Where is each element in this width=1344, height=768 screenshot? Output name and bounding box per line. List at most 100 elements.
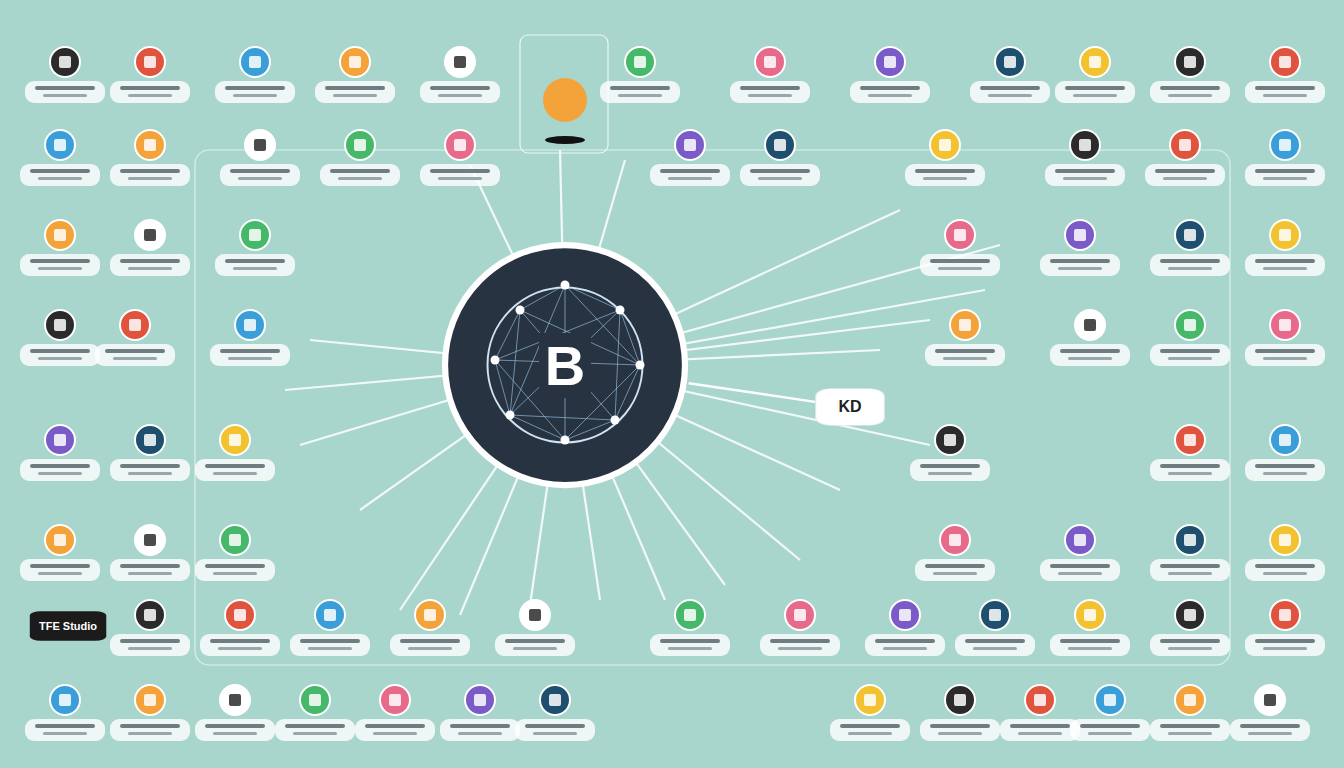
icon-disc <box>1095 685 1125 715</box>
caption-blur <box>1255 349 1315 353</box>
caption-pill <box>200 634 280 656</box>
icon-glyph <box>1184 694 1196 706</box>
caption-blur <box>120 464 180 468</box>
icon-glyph <box>309 694 321 706</box>
icon-glyph <box>59 56 71 68</box>
icon-glyph <box>1279 319 1291 331</box>
caption-pill <box>110 459 190 481</box>
caption-blur <box>915 169 975 173</box>
icon-disc <box>445 130 475 160</box>
caption-blur <box>1060 349 1120 353</box>
icon-disc <box>340 47 370 77</box>
caption-blur <box>1168 357 1212 360</box>
icon-glyph <box>1184 56 1196 68</box>
app-icon <box>25 685 105 741</box>
caption-blur <box>920 464 980 468</box>
icon-disc <box>240 220 270 250</box>
caption-blur <box>770 639 830 643</box>
globe-mesh <box>520 310 615 420</box>
caption-pill <box>110 81 190 103</box>
caption-pill <box>20 254 100 276</box>
caption-blur <box>1018 732 1062 735</box>
icon-glyph <box>244 319 256 331</box>
network-connector <box>689 383 815 402</box>
icon-glyph <box>349 56 361 68</box>
caption-blur <box>43 94 87 97</box>
caption-blur <box>1010 724 1070 728</box>
icon-glyph <box>144 609 156 621</box>
app-icon <box>110 220 190 276</box>
icon-disc <box>445 47 475 77</box>
app-icon <box>390 600 470 656</box>
caption-pill <box>650 164 730 186</box>
caption-blur <box>980 86 1040 90</box>
caption-pill <box>215 254 295 276</box>
app-icon <box>20 130 100 186</box>
icon-disc <box>220 425 250 455</box>
app-icon <box>740 130 820 186</box>
globe-outline <box>488 288 643 443</box>
caption-blur <box>1168 647 1212 650</box>
globe-mesh <box>510 310 520 415</box>
icon-glyph <box>549 694 561 706</box>
caption-blur <box>225 259 285 263</box>
caption-pill <box>1050 634 1130 656</box>
icon-disc <box>1175 220 1205 250</box>
icon-disc <box>540 685 570 715</box>
icon-glyph <box>959 319 971 331</box>
caption-blur <box>205 464 265 468</box>
caption-blur <box>408 647 452 650</box>
caption-pill <box>925 344 1005 366</box>
icon-glyph <box>229 694 241 706</box>
icon-disc <box>235 310 265 340</box>
caption-pill <box>910 459 990 481</box>
app-icon <box>1050 310 1130 366</box>
app-icon <box>110 600 190 656</box>
caption-pill <box>355 719 435 741</box>
icon-glyph <box>144 229 156 241</box>
caption-pill <box>1150 459 1230 481</box>
caption-blur <box>35 86 95 90</box>
icon-glyph <box>684 139 696 151</box>
icon-disc <box>45 525 75 555</box>
top-panel <box>520 35 608 153</box>
app-icon <box>110 685 190 741</box>
app-icon <box>515 685 595 741</box>
app-icon <box>290 600 370 656</box>
caption-blur <box>758 177 802 180</box>
icon-glyph <box>1089 56 1101 68</box>
caption-pill <box>110 254 190 276</box>
caption-pill <box>920 719 1000 741</box>
caption-pill <box>20 164 100 186</box>
caption-pill <box>110 559 190 581</box>
icon-disc <box>50 47 80 77</box>
icon-disc <box>935 425 965 455</box>
icon-disc <box>543 78 587 122</box>
app-icon <box>600 47 680 103</box>
caption-blur <box>610 86 670 90</box>
caption-blur <box>233 94 277 97</box>
icon-disc <box>225 600 255 630</box>
caption-blur <box>840 724 900 728</box>
caption-blur <box>935 349 995 353</box>
hub-node: B <box>440 240 690 490</box>
app-icon <box>420 130 500 186</box>
caption-blur <box>120 724 180 728</box>
icon-glyph <box>954 229 966 241</box>
caption-blur <box>230 169 290 173</box>
icon-glyph <box>1074 534 1086 546</box>
icon-glyph <box>129 319 141 331</box>
icon-disc <box>415 600 445 630</box>
app-icon <box>920 685 1000 741</box>
app-icon <box>1245 600 1325 656</box>
caption-blur <box>120 259 180 263</box>
caption-blur <box>43 732 87 735</box>
caption-blur <box>450 724 510 728</box>
app-icon <box>20 310 100 366</box>
app-icon <box>110 425 190 481</box>
box-fill <box>30 611 106 640</box>
icon-disc <box>1270 425 1300 455</box>
icon-glyph <box>249 229 261 241</box>
app-icon <box>865 600 945 656</box>
icon-glyph <box>229 534 241 546</box>
